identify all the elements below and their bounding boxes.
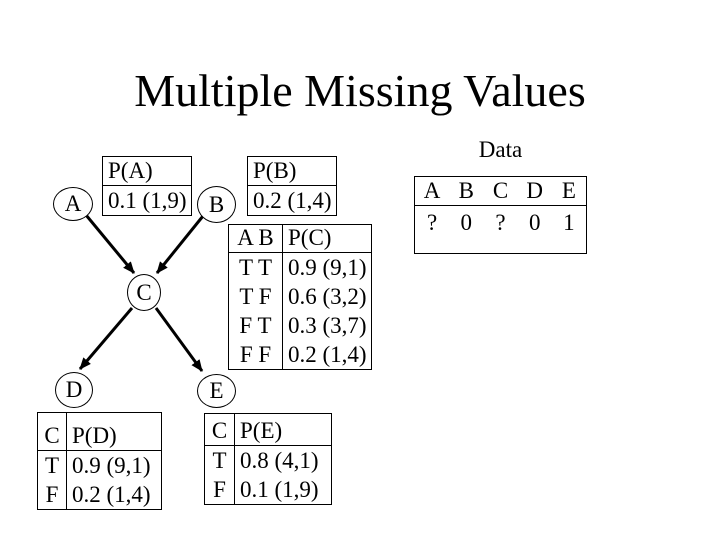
data-value-cell: 0 [460,210,473,235]
node-B: B [197,186,236,223]
data-header-cell: D [517,177,552,206]
node-A: A [53,187,93,221]
pe-row-key: F [205,475,235,504]
node-E: E [197,374,236,408]
pa-value-cell: 0.1 (1,9) [108,188,187,213]
pa-header-cell: P(A) [103,157,191,186]
edge-c-to-d [78,307,134,370]
data-value-cell: ? [495,210,506,235]
table-p-of-a: P(A) 0.1 (1,9) [102,156,192,216]
node-D: D [55,372,93,408]
node-C-label: C [136,279,152,305]
node-B-label: B [208,191,225,217]
data-value-cell: ? [426,210,438,235]
pe-col2-header-cell: P(E) [235,414,331,446]
edge-c-to-e [154,307,204,372]
pc-row-key: F T [229,311,283,340]
node-C: C [127,274,161,311]
node-D-label: D [65,377,83,402]
table-p-of-d: C P(D) T 0.9 (9,1) F 0.2 (1,4) [37,412,162,510]
pc-row-value: 0.3 (3,7) [288,313,367,338]
pd-col1-header-cell: C [38,413,67,451]
pe-row-value: 0.8 (4,1) [240,448,319,473]
pc-row-key: T T [229,253,283,282]
pe-row-value: 0.1 (1,9) [240,477,319,502]
data-header-cell: A [415,177,450,206]
data-header-cell: C [483,177,518,206]
data-value-cell: 0 [528,210,541,235]
pc-col1-header-cell: A B [229,225,283,253]
pc-row-key: F F [229,340,283,369]
data-header-cell: B [449,177,484,206]
edge-a-to-c [84,214,136,274]
table-p-of-e: C P(E) T 0.8 (4,1) F 0.1 (1,9) [204,413,332,505]
pb-header-cell: P(B) [248,157,336,186]
pc-row-value: 0.2 (1,4) [288,342,367,367]
pe-row-key: T [205,446,235,475]
pc-row-value: 0.6 (3,2) [288,284,367,309]
pd-row-key: T [38,451,67,480]
pc-col2-header-cell: P(C) [283,225,371,253]
node-E-label: E [209,378,224,403]
pb-value-cell: 0.2 (1,4) [253,188,332,213]
pc-row-key: T F [229,282,283,311]
table-data-record: A B C D E ? 0 ? 0 1 [414,176,587,254]
pd-row-value: 0.9 (9,1) [72,453,151,478]
edge-b-to-c [155,215,205,274]
pd-row-value: 0.2 (1,4) [72,482,151,507]
pe-col1-header-cell: C [205,414,235,446]
data-section-label: Data [478,137,523,162]
table-p-of-c: A B P(C) T T 0.9 (9,1) T F 0.6 (3,2) F T… [228,224,372,370]
data-header-cell: E [551,177,586,206]
pc-row-value: 0.9 (9,1) [288,255,367,280]
pd-row-key: F [38,480,67,509]
node-A-label: A [64,191,82,216]
pd-col2-header-cell: P(D) [67,413,161,451]
table-p-of-b: P(B) 0.2 (1,4) [247,156,337,216]
slide-title: Multiple Missing Values [134,65,586,116]
data-value-cell: 1 [563,210,575,235]
